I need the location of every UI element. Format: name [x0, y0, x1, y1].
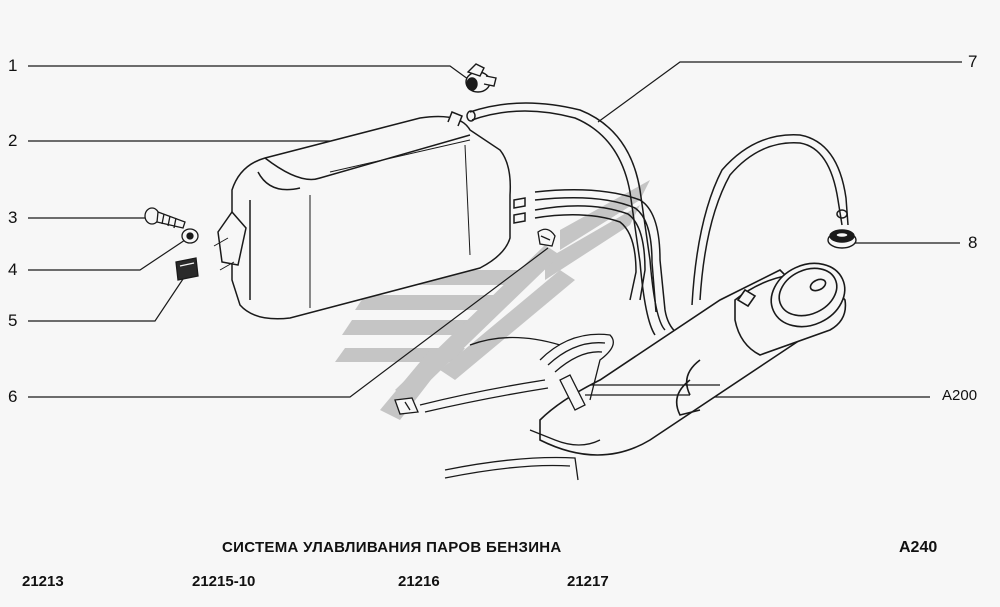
- callout-a200: A200: [942, 387, 978, 404]
- screw: [144, 207, 186, 229]
- filler-neck: [539, 262, 847, 456]
- leader-lines: [28, 61, 962, 398]
- diagram-code: A240: [899, 539, 938, 556]
- diagram-title: СИСТЕМА УЛАВЛИВАНИЯ ПАРОВ БЕНЗИНА: [222, 539, 562, 556]
- callout-4: 4: [8, 260, 18, 279]
- vapor-canister: [213, 111, 526, 320]
- vapor-hoses: [466, 102, 849, 341]
- leader-4: [28, 239, 186, 271]
- callout-1: 1: [8, 56, 18, 75]
- watermark-logo: [335, 180, 650, 420]
- leader-7: [597, 61, 962, 123]
- leader-1: [28, 65, 473, 83]
- callout-5: 5: [8, 311, 18, 330]
- model-number: 21213: [22, 573, 64, 590]
- model-number: 21215-10: [192, 573, 256, 590]
- callout-3: 3: [8, 208, 18, 227]
- model-number: 21217: [567, 573, 609, 590]
- leader-5: [28, 275, 186, 322]
- filler-plug: [827, 229, 857, 249]
- nut-clip: [175, 257, 199, 281]
- callout-8: 8: [968, 233, 978, 252]
- lower-pipes: [394, 333, 720, 481]
- leader-6: [28, 247, 549, 398]
- model-number: 21216: [398, 573, 440, 590]
- hose-clamp: [465, 63, 497, 93]
- callout-7: 7: [968, 52, 978, 71]
- callout-2: 2: [8, 131, 18, 150]
- washer: [181, 228, 199, 244]
- callout-6: 6: [8, 387, 18, 406]
- grommet: [537, 228, 556, 247]
